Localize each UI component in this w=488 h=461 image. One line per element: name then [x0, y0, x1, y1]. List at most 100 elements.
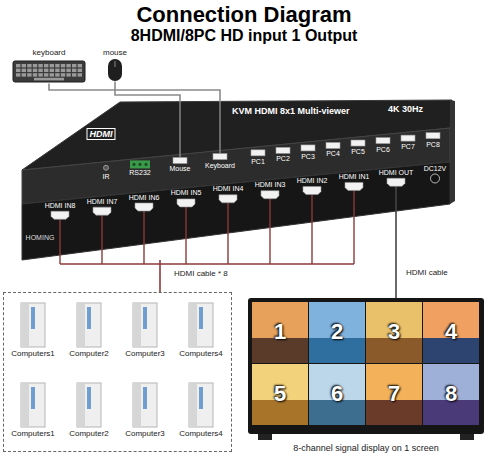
- computer-light: [87, 387, 91, 409]
- keyboard-key: [44, 68, 48, 71]
- computer-light: [199, 387, 203, 409]
- computer-group: Computers1Computer2Computer3Computers4Co…: [3, 292, 232, 452]
- cable-connector: [115, 82, 180, 100]
- mouse-wheel: [115, 61, 116, 67]
- screen-caption: 8-channel signal display on 1 screen: [293, 443, 439, 453]
- mouse: mouse: [98, 48, 132, 82]
- hdmi-port: [387, 178, 405, 186]
- port-label: PC3: [301, 153, 315, 161]
- computer-side: [21, 303, 29, 347]
- port-label: PC5: [351, 148, 365, 156]
- mouse-body: [108, 59, 122, 81]
- channel-number: 8: [445, 381, 457, 407]
- keyboard-key: [55, 68, 59, 71]
- usb-wire: [219, 100, 220, 154]
- cable-wires: [60, 100, 396, 264]
- port-label: PC7: [401, 143, 415, 151]
- ir-sensor: [104, 165, 109, 170]
- diagram-title: Connection Diagram: [0, 2, 488, 27]
- port-label: HDMI IN8: [45, 202, 76, 210]
- kvm-switch: KVM HDMI 8x1 Multi-viewer4K 30Hz: [12, 100, 454, 260]
- keyboard-key: [16, 73, 20, 76]
- cable-connector: [49, 84, 220, 100]
- keyboard-key: [50, 73, 54, 76]
- port-label: PC6: [376, 146, 390, 154]
- computer-case: [189, 303, 213, 347]
- hdmi-port: [303, 187, 321, 195]
- tv-screen-images: [252, 302, 479, 425]
- port-label: Mouse: [169, 165, 190, 173]
- hdmi-port: [93, 207, 111, 215]
- computer-label: Computer2: [69, 349, 109, 359]
- computer: Computers4: [173, 381, 229, 439]
- keyboard-key: [27, 64, 31, 67]
- keyboard-key: [66, 73, 70, 76]
- brand-logo: HDMI: [87, 128, 116, 140]
- terminal-pin: [138, 163, 141, 166]
- computer-case: [21, 303, 45, 347]
- computer-light: [143, 387, 147, 409]
- cable-connector: [395, 260, 397, 298]
- computer-case: [21, 383, 45, 427]
- keyboard-key: [33, 64, 37, 67]
- screen-tile: [366, 364, 422, 425]
- screen-tile: [423, 364, 479, 425]
- hdmi-port: [51, 211, 69, 219]
- hdmi-port: [135, 203, 153, 211]
- keyboard-key: [16, 64, 20, 67]
- hdmi-wire: [101, 215, 102, 264]
- keyboard-key: [22, 64, 26, 67]
- usb-port: [251, 150, 265, 156]
- hdmi-wire: [185, 207, 186, 264]
- usb-port: [301, 145, 315, 151]
- port-label: HDMI IN6: [129, 194, 160, 202]
- tv-screen: 12345678: [248, 298, 484, 438]
- computer-light: [199, 307, 203, 329]
- usb-port: [351, 140, 365, 146]
- port-label: HDMI IN1: [339, 173, 370, 181]
- usb-port: [326, 142, 340, 148]
- computer-icon: [13, 301, 53, 349]
- device-name: keyboard: [33, 48, 66, 58]
- computer-icon: [69, 381, 109, 429]
- screen-tile: [423, 302, 479, 363]
- keyboard-key: [44, 73, 48, 76]
- computer-side: [133, 383, 141, 427]
- channel-number: 6: [331, 381, 343, 407]
- channel-number: 3: [388, 319, 400, 345]
- terminal-pin: [132, 163, 135, 166]
- channel-number: 5: [274, 381, 286, 407]
- keyboard-key: [22, 73, 26, 76]
- computer-side: [189, 383, 197, 427]
- hdmi-port: [219, 195, 237, 203]
- computer: Computer2: [61, 301, 117, 359]
- port-label: HDMI IN4: [213, 185, 244, 193]
- computer: Computers4: [173, 301, 229, 359]
- channel-number: 2: [331, 319, 343, 345]
- screen-tile: [309, 364, 365, 425]
- keyboard-icon: [12, 58, 86, 84]
- computer-case: [77, 303, 101, 347]
- channel-number: 1: [274, 319, 286, 345]
- channel-number: 4: [445, 319, 457, 345]
- subtitle: 8HDMI/8PC HD input 1 Output: [131, 27, 358, 45]
- keyboard-key: [72, 73, 76, 76]
- screen-tile: [309, 302, 365, 363]
- port-label: PC2: [276, 155, 290, 163]
- keyboard-key: [72, 64, 76, 67]
- keyboard-key: [33, 73, 37, 76]
- keyboard-key: [55, 73, 59, 76]
- hdmi-wire: [353, 190, 354, 264]
- keyboard-key: [61, 64, 65, 67]
- hdmi-wire: [269, 199, 270, 264]
- keyboard-key: [38, 64, 42, 67]
- keyboard-key: [16, 68, 20, 71]
- keyboard-key: [50, 68, 54, 71]
- tv-foot: [460, 434, 474, 440]
- computer-side: [77, 383, 85, 427]
- hdmi-port: [261, 191, 279, 199]
- keyboard-space: [34, 77, 64, 80]
- usb-wire: [179, 100, 180, 157]
- computer-side: [21, 383, 29, 427]
- computer-light: [143, 307, 147, 329]
